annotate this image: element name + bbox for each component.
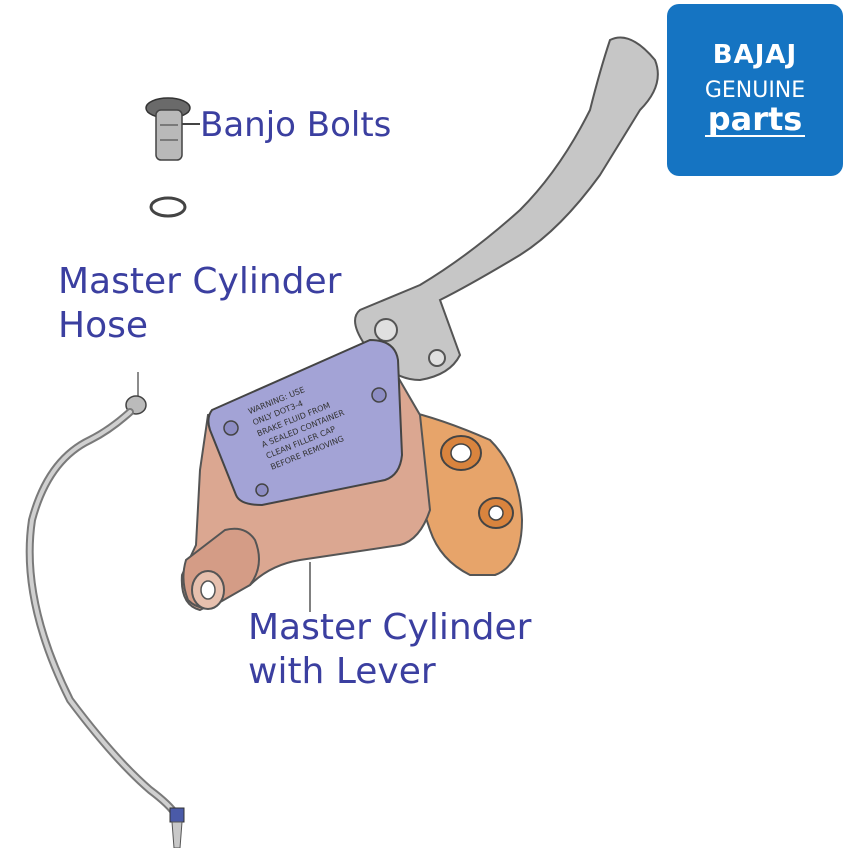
logo-genuine: GENUINE [704, 78, 806, 103]
label-banjo-bolts: Banjo Bolts [200, 105, 392, 145]
label-master-cylinder-with-lever: Master Cylinder with Lever [248, 606, 531, 694]
label-mc-line1: Master Cylinder [248, 607, 532, 648]
logo-underline [705, 135, 805, 137]
bajaj-genuine-parts-logo: BAJAJ GENUINE parts [667, 4, 843, 176]
hose [25, 372, 185, 848]
brake-lever [354, 36, 659, 382]
label-hose-line2: Hose [58, 305, 148, 346]
label-mc-line2: with Lever [248, 651, 436, 692]
banjo-bolt [145, 97, 191, 161]
reservoir-cap: WARNING: USE ONLY DOT3-4 BRAKE FLUID FRO… [207, 338, 404, 507]
handlebar-clamp [400, 408, 524, 576]
logo-parts: parts [707, 100, 803, 138]
label-hose-line1: Master Cylinder [58, 261, 342, 302]
logo-brand: BAJAJ [712, 40, 798, 70]
label-master-cylinder-hose: Master Cylinder Hose [58, 260, 341, 348]
sealing-washer [149, 196, 187, 218]
